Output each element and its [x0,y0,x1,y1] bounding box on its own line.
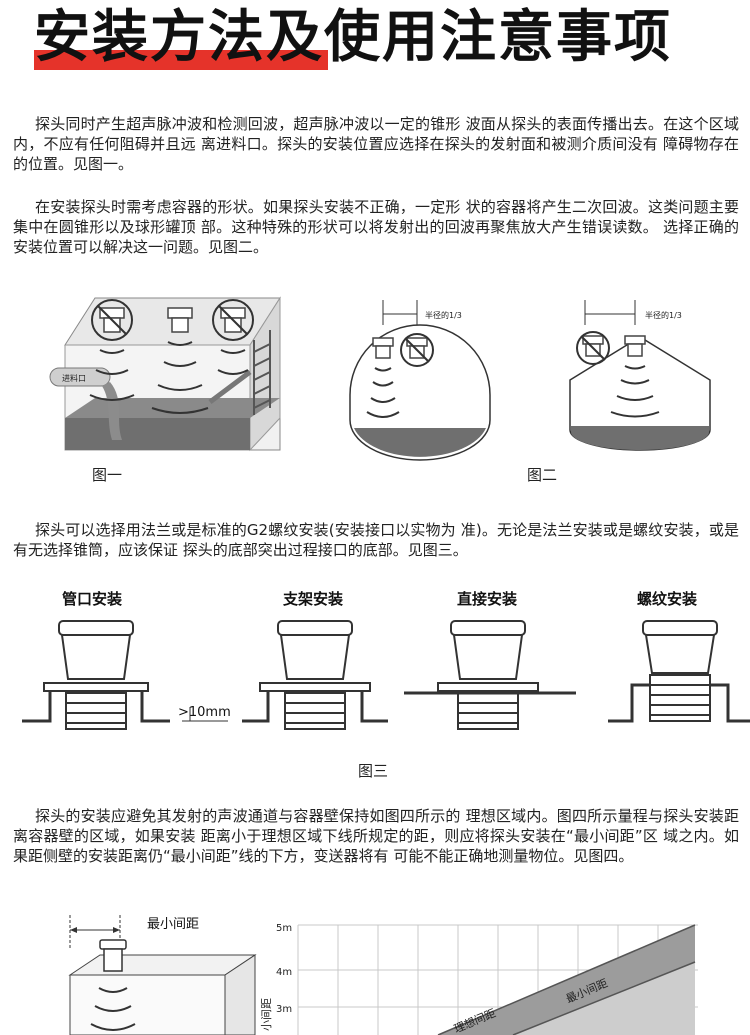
install-label-thread: 螺纹安装 [637,590,698,608]
install-label-direct: 直接安装 [457,590,518,608]
paragraph-2: 在安装探头时需考虑容器的形状。如果探头安装不正确，一定形 状的容器将产生二次回波… [13,198,739,256]
inlet-label: 进料口 [62,373,86,383]
install-label-bracket: 支架安装 [283,590,344,608]
page-title: 安装方法及使用注意事项 [34,5,672,70]
figure-4-tank: 最小间距 [68,915,257,1035]
paragraph-1: 探头同时产生超声脉冲波和检测回波，超声脉冲波以一定的锥形 波面从探头的表面传播出… [13,115,739,173]
title-block: 安装方法及使用注意事项 [34,0,724,80]
y-tick-5m: 5m [276,923,292,934]
y-tick-3m: 3m [276,1004,292,1015]
radius-label-right: 半径的1/3 [645,310,682,320]
title-underline [34,50,328,70]
figure-3-diagram: >10mm [22,620,750,730]
radius-label-left: 半径的1/3 [425,310,462,320]
figure-2-caption: 图二 [527,466,558,484]
paragraph-3: 探头可以选择用法兰或是标准的G2螺纹安装(安装接口以实物为 准)。无论是法兰安装… [13,521,739,559]
min-spacing-label: 最小间距 [147,917,199,932]
figure-2-vessel-right: 半径的1/3 [569,300,711,451]
figure-1-caption: 图一 [92,466,123,484]
figure-2-vessel-left: 半径的1/3 [349,300,491,461]
install-label-pipe: 管口安装 [62,590,123,608]
chart-axis-label: 小间距 [260,998,273,1031]
paragraph-4: 探头的安装应避免其发射的声波通道与容器壁保持如图四所示的 理想区域内。图四所示量… [13,807,739,865]
figure-3-caption: 图三 [358,762,389,780]
distance-label: >10mm [178,705,231,720]
figure-4-chart: 5m 4m 3m 小间距 理想间距 最小间距 [260,923,698,1035]
y-tick-4m: 4m [276,967,292,978]
figure-1-diagram: 进料口 [49,296,281,452]
